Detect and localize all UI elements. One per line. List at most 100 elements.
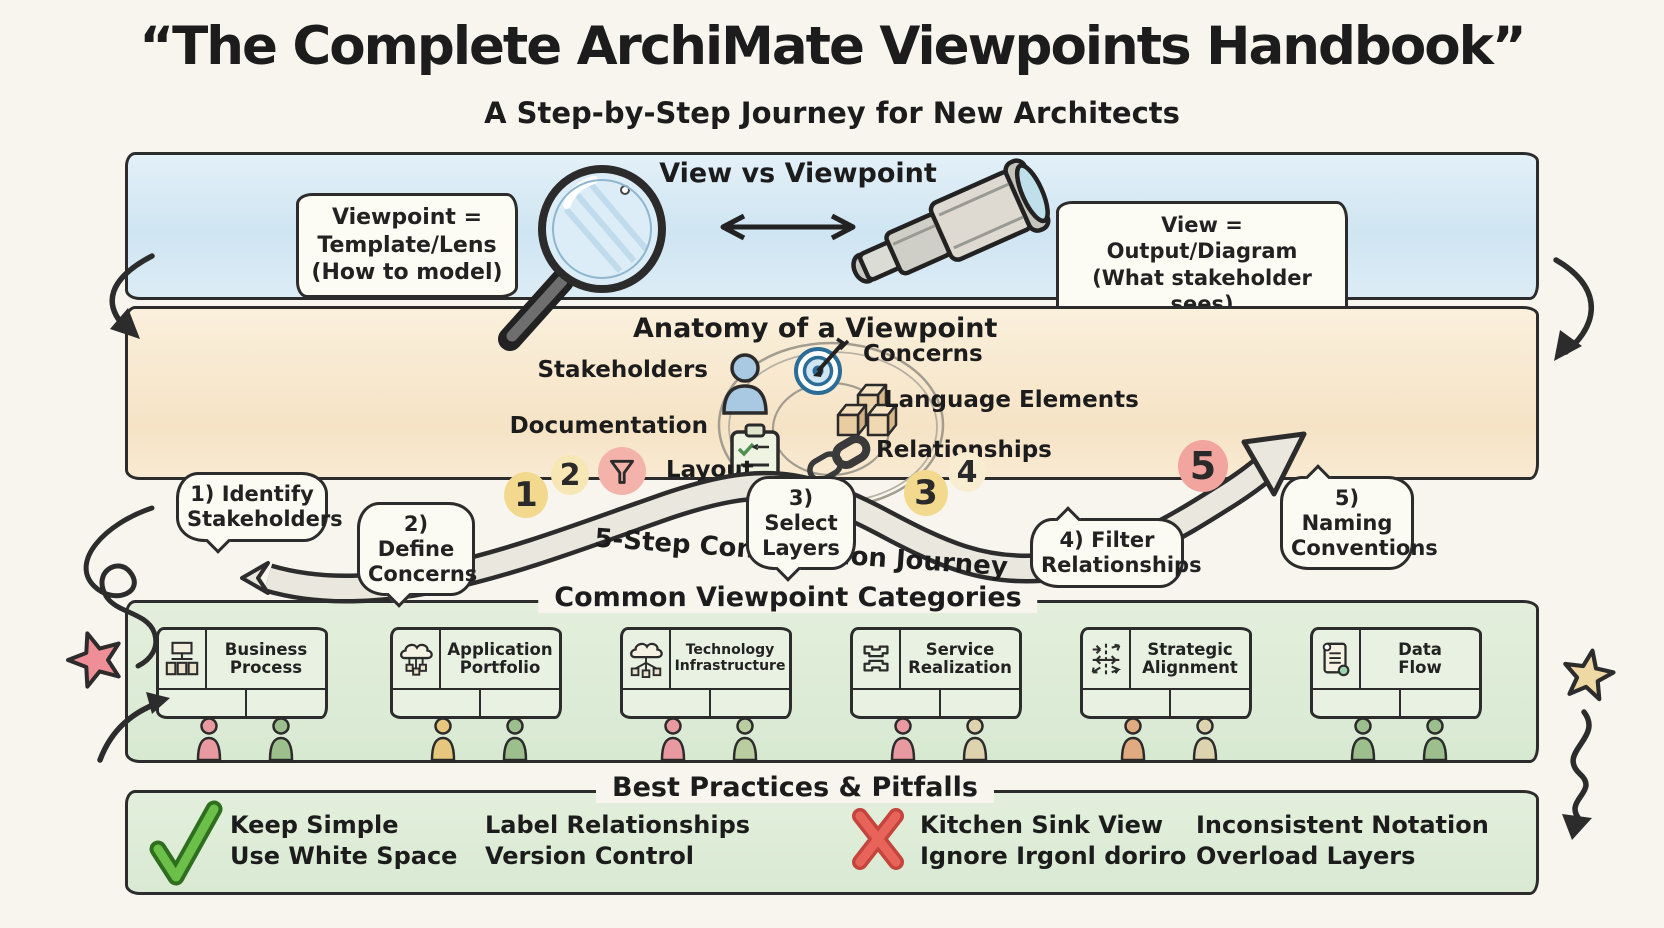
view-vs-viewpoint-title: View vs Viewpoint (659, 158, 937, 189)
pitfalls-column: Inconsistent Notation Overload Layers (1196, 810, 1489, 872)
stakeholder-figure (1120, 717, 1146, 762)
stakeholder-figure (430, 717, 456, 762)
journey-badge-2: 2 (551, 455, 589, 495)
journey-badge-5: 5 (1178, 440, 1228, 492)
card-icon-cell (159, 630, 207, 688)
card-title-line: Infrastructure (674, 658, 786, 674)
journey-badge-3: 3 (904, 470, 948, 516)
card-title-line: Process (229, 658, 303, 677)
card-icon-cell (393, 630, 441, 688)
journey-step-line: 3) Select (764, 486, 838, 535)
best-practices-column: Label Relationships Version Control (485, 810, 750, 872)
viewpoint-definition-line: (How to model) (311, 260, 503, 285)
pitfall-item: Ignore Irgonl doriro (920, 842, 1187, 870)
align-arrows-icon (1091, 643, 1122, 675)
card-title-line: Business (224, 639, 308, 659)
card-top: Data Flow (1313, 630, 1479, 690)
pitfall-item: Overload Layers (1196, 842, 1416, 870)
card-bottom-cells (1083, 690, 1249, 718)
card-title-line: Alignment (1142, 658, 1238, 677)
stakeholder-figure (962, 717, 988, 762)
card-title-line: Realization (908, 658, 1012, 677)
anatomy-title: Anatomy of a Viewpoint (633, 313, 998, 344)
view-definition-line: View = Output/Diagram (1106, 213, 1298, 264)
card-bottom-cells (1313, 690, 1479, 718)
card-top: Business Process (159, 630, 325, 690)
category-card-strategic-alignment: Strategic Alignment (1080, 627, 1252, 719)
card-title: Business Process (207, 630, 325, 688)
best-practices-column: Keep Simple Use White Space (230, 810, 457, 872)
best-practice-item: Version Control (485, 842, 695, 870)
journey-step-line: 4) Filter (1059, 528, 1155, 552)
journey-step-line: 5) Naming (1301, 486, 1393, 535)
viewpoint-definition-line: Viewpoint = (331, 205, 483, 230)
viewpoint-definition-box: Viewpoint = Template/Lens (How to model) (296, 193, 518, 298)
magnifying-glass-icon (498, 165, 666, 351)
card-title-line: Data (1398, 639, 1442, 659)
journey-step-1-bubble: 1) Identify Stakeholders (176, 472, 343, 542)
stakeholder-figure (1422, 717, 1448, 762)
journey-step-2-bubble: 2) Define Concerns (357, 502, 478, 597)
card-title: Service Realization (901, 630, 1019, 688)
stakeholder-figure (1350, 717, 1376, 762)
double-arrow-icon (720, 213, 856, 241)
category-card-application-portfolio: Application Portfolio (390, 627, 562, 719)
card-bottom-cells (393, 690, 559, 718)
card-bottom-cells (853, 690, 1019, 718)
cross-icon (852, 808, 904, 870)
right-down-arrowhead (1554, 330, 1582, 361)
journey-badge-4: 4 (948, 452, 986, 492)
section-best-practices: Best Practices & Pitfalls Keep Simple Us… (125, 772, 1539, 895)
pitfalls-column: Kitchen Sink View Ignore Irgonl doriro (920, 810, 1186, 872)
right-squiggle-arrowhead (1562, 814, 1592, 840)
stakeholder-figure (268, 717, 294, 762)
card-title: Technology Infrastructure (671, 630, 789, 688)
category-card-technology-infrastructure: Technology Infrastructure (620, 627, 792, 719)
journey-step-line: Conventions (1291, 535, 1438, 560)
viewpoint-definition-line: Template/Lens (317, 232, 497, 258)
stakeholders-person-icon (722, 353, 768, 415)
section-categories: Common Viewpoint Categories Business (125, 582, 1539, 763)
journey-step-line: 1) Identify (190, 482, 314, 506)
stakeholder-figure (1192, 717, 1218, 762)
journey-step-line: Relationships (1041, 552, 1202, 577)
language-elements-blocks-icon (836, 383, 898, 437)
anatomy-label-stakeholders: Stakeholders (537, 357, 708, 383)
best-practice-item: Label Relationships (485, 811, 751, 839)
checkmark-icon (149, 800, 223, 886)
card-title-line: Flow (1398, 658, 1442, 677)
card-title: Data Flow (1361, 630, 1479, 688)
best-practice-item: Use White Space (230, 842, 458, 870)
section-anatomy: Anatomy of a Viewpoint (125, 306, 1539, 509)
journey-step-line: Stakeholders (187, 506, 343, 531)
journey-step-line: Concerns (368, 561, 478, 586)
card-title-line: Service (925, 639, 995, 659)
stakeholder-figure (660, 717, 686, 762)
card-title-line: Portfolio (459, 658, 541, 677)
cloud-network-icon (630, 642, 663, 678)
category-card-business-process: Business Process (156, 627, 328, 719)
journey-badge-1: 1 (504, 472, 548, 518)
card-top: Technology Infrastructure (623, 630, 789, 690)
org-chart-icon (165, 641, 199, 676)
journey-step-line: 2) Define (377, 512, 455, 561)
journey-step-4-bubble: 4) Filter Relationships (1030, 518, 1202, 588)
journey-wavy-arrow (240, 431, 1307, 604)
card-icon-cell (1083, 630, 1131, 688)
best-practice-item: Keep Simple (230, 811, 399, 839)
card-title-line: Strategic (1147, 639, 1233, 659)
right-squiggle-arrow-icon (1570, 709, 1592, 823)
pitfall-item: Kitchen Sink View (920, 811, 1164, 839)
anatomy-label-concerns: Concerns (863, 341, 983, 367)
stakeholder-figure (890, 717, 916, 762)
category-card-data-flow: Data Flow (1310, 627, 1482, 719)
data-scroll-icon (1322, 642, 1350, 677)
right-down-arrow-icon (1553, 257, 1594, 355)
best-practices-title: Best Practices & Pitfalls (596, 772, 994, 803)
stakeholder-figure (732, 717, 758, 762)
service-blocks-icon (863, 645, 889, 672)
anatomy-label-documentation: Documentation (509, 413, 708, 439)
categories-title: Common Viewpoint Categories (538, 582, 1038, 613)
journey-step-3-bubble: 3) Select Layers (746, 476, 856, 571)
